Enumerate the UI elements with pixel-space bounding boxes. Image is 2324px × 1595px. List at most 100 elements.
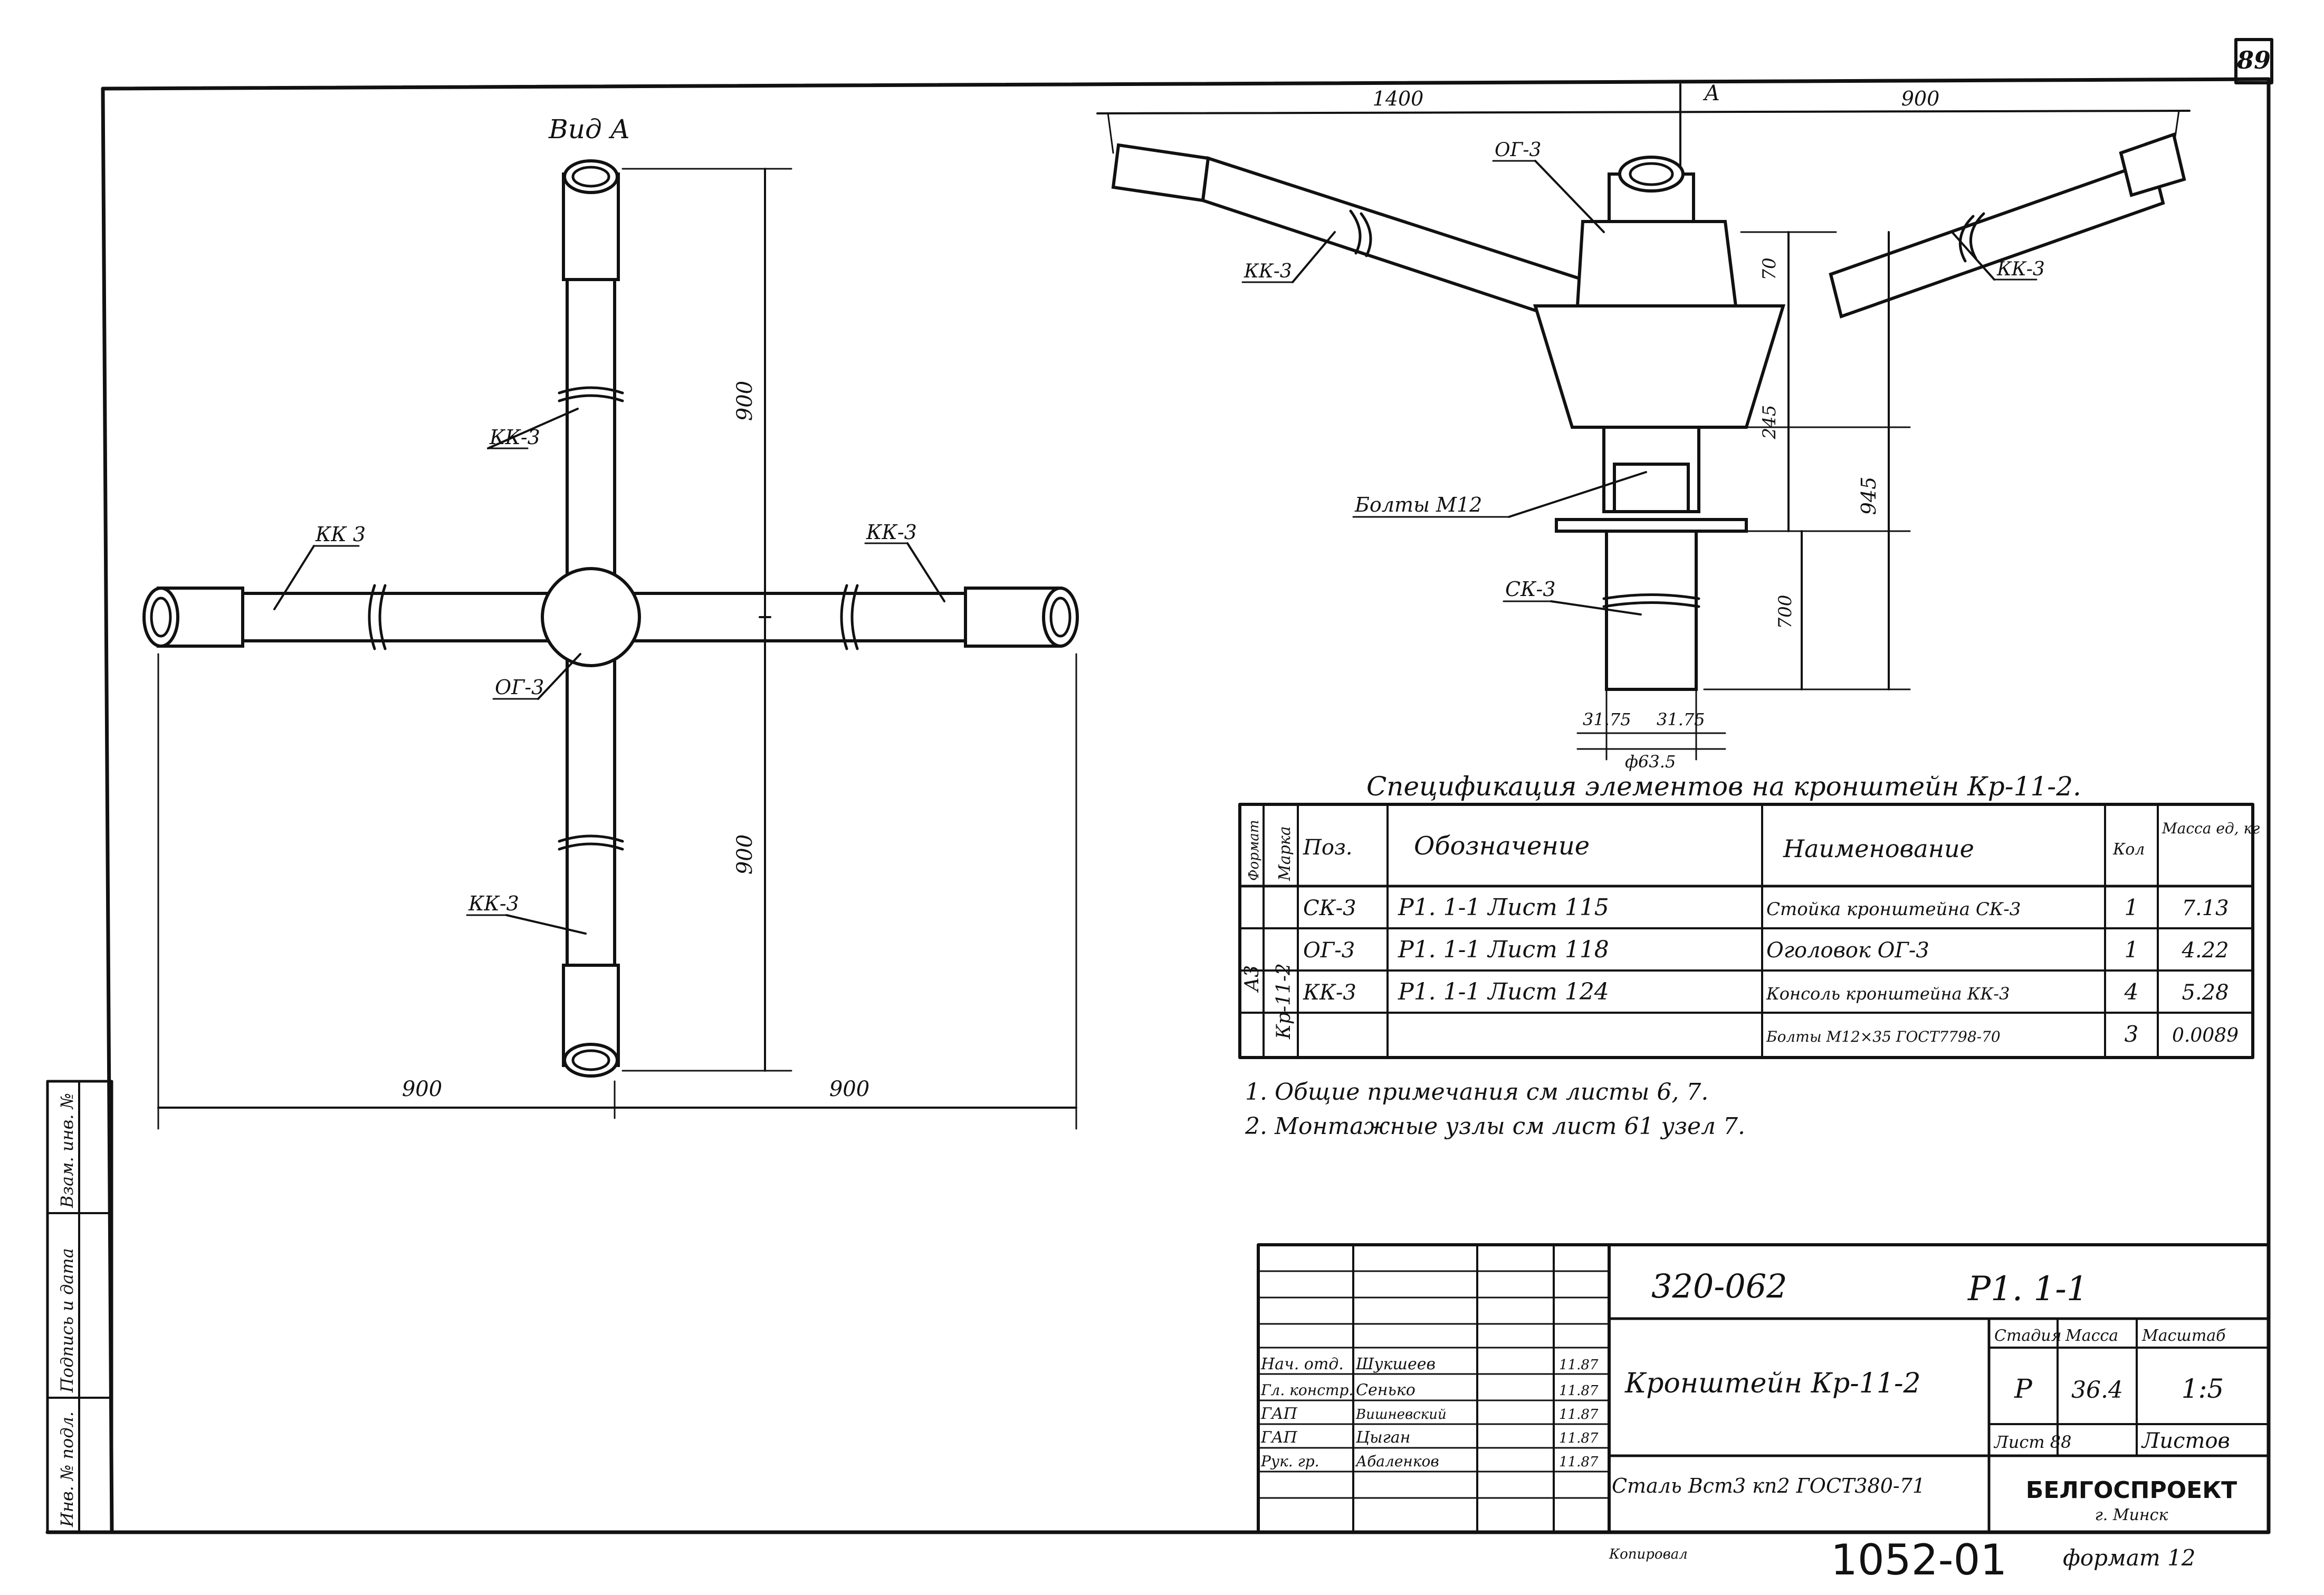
marker-a: А — [1703, 81, 1720, 105]
header-designation: Обозначение — [1414, 831, 1590, 861]
callout-kk3-right: КК-3 — [866, 521, 917, 544]
dim-left-1400: 1400 — [1373, 87, 1424, 110]
organization-city: г. Минск — [2095, 1506, 2168, 1524]
organization: БЕЛГОСПРОЕКТ — [2026, 1477, 2237, 1504]
footer-format: формат 12 — [2063, 1545, 2196, 1571]
title-block: Нач. отд. Шукшеев 11.87 Гл. констр. Сень… — [1257, 1243, 2270, 1534]
material: Сталь Вст3 кп2 ГОСТ380-71 — [1612, 1474, 1925, 1497]
callout-sk3: СК-3 — [1505, 578, 1556, 601]
header-mass: Масса ед, кг — [2162, 820, 2260, 837]
mass-label: Масса — [2065, 1327, 2118, 1345]
stage-value: Р — [2014, 1373, 2033, 1404]
elevation-dimensions: 70 245 945 700 31.75 31.75 ф63.5 — [1576, 231, 1911, 772]
stamp-signature-date: Подпись и дата — [57, 1248, 77, 1393]
signature-row: ГАП Цыган 11.87 — [1260, 1428, 1599, 1447]
row-pos: СК-3 — [1303, 896, 1356, 920]
table-row: ОГ-3 Р1. 1-1 Лист 118 Оголовок ОГ-3 1 4.… — [1303, 936, 2229, 963]
format-value: А3 — [1241, 965, 1263, 993]
signature-role: Рук. гр. — [1260, 1453, 1319, 1470]
signature-role: Гл. констр. — [1260, 1381, 1353, 1399]
sheet-label: Лист 88 — [1993, 1432, 2071, 1452]
signature-name: Вишневский — [1355, 1407, 1447, 1423]
console-left — [142, 584, 571, 650]
row-qty: 1 — [2125, 895, 2139, 920]
callout-bolts: Болты М12 — [1354, 493, 1482, 516]
signature-row: Рук. гр. Абаленков 11.87 — [1260, 1453, 1599, 1470]
signature-row: ГАП Вишневский 11.87 — [1260, 1405, 1599, 1423]
sheet-number: 89 — [2236, 46, 2271, 74]
row-mass: 5.28 — [2182, 981, 2229, 1005]
sheet-code: Р1. 1-1 — [1967, 1270, 2088, 1309]
elevation-console-right — [1829, 132, 2186, 319]
project-code: 320-062 — [1651, 1267, 1787, 1305]
dim-left-900: 900 — [402, 1077, 442, 1101]
dim-31-75-right: 31.75 — [1657, 709, 1705, 729]
signature-date: 11.87 — [1559, 1383, 1599, 1399]
callout-kk3-bottom: КК-3 — [468, 892, 519, 915]
view-a: Вид А — [142, 114, 1079, 1130]
dim-70: 70 — [1759, 257, 1780, 280]
notes: 1. Общие примечания см листы 6, 7. 2. Мо… — [1245, 1079, 1745, 1140]
signature-role: ГАП — [1260, 1405, 1298, 1423]
row-name: Консоль кронштейна КК-3 — [1766, 984, 2010, 1004]
row-mass: 0.0089 — [2172, 1025, 2239, 1046]
view-a-dimensions: 900 900 900 900 — [157, 168, 1077, 1130]
signature-role: Нач. отд. — [1260, 1355, 1344, 1373]
row-qty: 1 — [2125, 937, 2139, 963]
callout-kk3-left-elev: КК-3 — [1244, 261, 1292, 282]
view-a-callouts: КК-3 КК 3 КК-3 КК-3 ОГ-3 — [273, 408, 945, 935]
dim-top-900: 900 — [733, 381, 757, 421]
signature-role: ГАП — [1260, 1428, 1298, 1447]
dim-right-900: 900 — [829, 1077, 869, 1101]
signature-name: Шукшеев — [1355, 1355, 1436, 1373]
signature-name: Абаленков — [1355, 1453, 1439, 1470]
stamp-inv-number: Инв. № подл. — [57, 1411, 77, 1527]
dim-diameter: ф63.5 — [1625, 752, 1676, 772]
mass-value: 36.4 — [2071, 1377, 2123, 1404]
specification-title: Спецификация элементов на кронштейн Кр-1… — [1366, 771, 2081, 802]
signature-name: Сенько — [1356, 1381, 1416, 1399]
header-qty: Кол — [2112, 840, 2145, 859]
elevation-head-og3 — [1533, 156, 1786, 691]
table-row: СК-3 Р1. 1-1 Лист 115 Стойка кронштейна … — [1303, 894, 2229, 921]
note-2: 2. Монтажные узлы см лист 61 узел 7. — [1245, 1113, 1745, 1140]
table-row: КК-3 Р1. 1-1 Лист 124 Консоль кронштейна… — [1303, 978, 2229, 1005]
console-top — [558, 159, 624, 592]
row-pos: КК-3 — [1303, 981, 1356, 1005]
signature-date: 11.87 — [1559, 1407, 1599, 1423]
elevation-console-left — [1111, 143, 1585, 327]
dim-bottom-900: 900 — [733, 834, 757, 875]
drawing-title: Кронштейн Кр-11-2 — [1624, 1368, 1921, 1399]
scale-value: 1:5 — [2182, 1373, 2224, 1404]
side-stamp: Инв. № подл. Подпись и дата Взам. инв. № — [46, 1080, 113, 1534]
callout-kk3-left: КК 3 — [315, 523, 366, 546]
hub-og3 — [541, 567, 641, 667]
row-pos: ОГ-3 — [1303, 938, 1355, 963]
callout-kk3-right-elev: КК-3 — [1996, 258, 2045, 280]
dim-31-75-left: 31.75 — [1583, 709, 1631, 729]
row-qty: 3 — [2125, 1021, 2139, 1047]
dim-700: 700 — [1775, 595, 1796, 629]
callout-og3: ОГ-3 — [495, 676, 544, 699]
elevation-callouts: ОГ-3 КК-3 КК-3 Болты М12 СК-3 — [1241, 139, 2045, 616]
header-pos: Поз. — [1303, 835, 1353, 860]
callout-og3-elev: ОГ-3 — [1495, 139, 1541, 161]
header-name: Наименование — [1783, 834, 1974, 863]
note-1: 1. Общие примечания см листы 6, 7. — [1245, 1079, 1708, 1106]
dim-245: 245 — [1759, 405, 1780, 440]
row-mass: 7.13 — [2182, 896, 2229, 920]
signature-date: 11.87 — [1559, 1430, 1599, 1446]
header-format: Формат — [1246, 820, 1262, 881]
table-row: Болты М12×35 ГОСТ7798-70 3 0.0089 — [1766, 1021, 2239, 1047]
sheets-label: Листов — [2141, 1429, 2230, 1453]
callout-kk3-top: КК-3 — [489, 426, 540, 449]
footer: Копировал 1052-01 формат 12 — [1609, 1535, 2196, 1584]
console-right — [610, 584, 1079, 650]
scale-label: Масштаб — [2141, 1327, 2226, 1345]
row-qty: 4 — [2124, 979, 2139, 1005]
mark-value: Кр-11-2 — [1273, 963, 1295, 1040]
dim-right-900: 900 — [1901, 87, 1940, 110]
row-designation: Р1. 1-1 Лист 118 — [1398, 936, 1609, 963]
specification-table: Спецификация элементов на кронштейн Кр-1… — [1238, 771, 2260, 1059]
